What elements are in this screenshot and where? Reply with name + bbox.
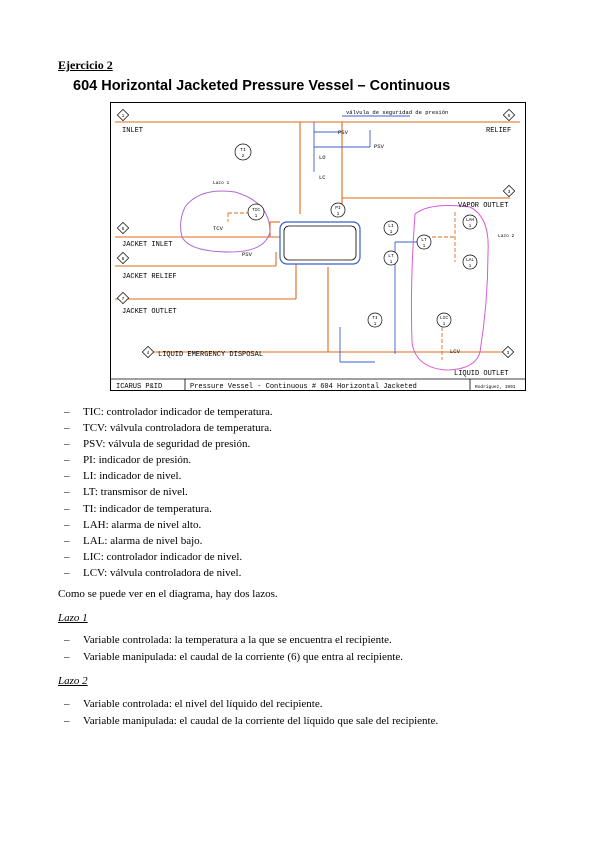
- svg-text:1: 1: [443, 321, 446, 327]
- svg-text:LCV: LCV: [450, 348, 461, 355]
- svg-text:TIC: TIC: [252, 207, 260, 213]
- definition-item: PI: indicador de presión.: [58, 452, 273, 468]
- exercise-heading: Ejercicio 2: [58, 58, 113, 72]
- label-inlet: INLET: [122, 127, 143, 135]
- lazo1-item: Variable manipulada: el caudal de la cor…: [58, 649, 403, 666]
- svg-text:LC: LC: [319, 174, 326, 181]
- svg-text:LI: LI: [388, 223, 394, 229]
- svg-text:LIC: LIC: [440, 315, 448, 321]
- definition-item: LCV: válvula controladora de nivel.: [58, 565, 273, 581]
- definitions-list: TIC: controlador indicador de temperatur…: [58, 404, 273, 581]
- definition-item: LIC: controlador indicador de nivel.: [58, 549, 273, 565]
- svg-text:1: 1: [374, 321, 377, 327]
- svg-text:2: 2: [242, 153, 245, 159]
- svg-text:TI: TI: [372, 315, 378, 321]
- definition-item: TI: indicador de temperatura.: [58, 501, 273, 517]
- svg-text:7: 7: [122, 296, 125, 302]
- svg-text:PI: PI: [335, 205, 341, 211]
- svg-text:1: 1: [337, 211, 340, 217]
- footer-left: ICARUS P&ID: [116, 383, 162, 391]
- definition-item: TCV: válvula controladora de temperatura…: [58, 420, 273, 436]
- lazo2-item: Variable controlada: el nivel del líquid…: [58, 696, 438, 713]
- footer-right: Rodriguez, 1991: [475, 384, 516, 390]
- svg-text:LAL: LAL: [466, 257, 474, 263]
- svg-text:LT: LT: [388, 253, 394, 259]
- svg-text:1: 1: [469, 263, 472, 269]
- svg-text:3: 3: [507, 350, 510, 356]
- label-liquid-outlet: LIQUID OUTLET: [454, 370, 509, 378]
- label-jacket-relief: JACKET RELIEF: [122, 273, 177, 281]
- svg-text:PSV: PSV: [374, 143, 385, 150]
- svg-text:1: 1: [423, 243, 426, 249]
- footer-mid: Pressure Vessel - Continuous # 604 Horiz…: [190, 383, 417, 391]
- definition-item: LAH: alarma de nivel alto.: [58, 517, 273, 533]
- svg-text:LAH: LAH: [466, 217, 474, 223]
- lazo1-title: Lazo 1: [58, 612, 88, 624]
- intro-paragraph: Como se puede ver en el diagrama, hay do…: [58, 588, 278, 600]
- definition-item: LAL: alarma de nivel bajo.: [58, 533, 273, 549]
- svg-text:PSV: PSV: [338, 129, 349, 136]
- svg-text:1: 1: [390, 229, 393, 235]
- svg-text:PSV: PSV: [242, 251, 253, 258]
- definition-item: LI: indicador de nivel.: [58, 468, 273, 484]
- svg-text:LO: LO: [319, 154, 326, 161]
- svg-text:5: 5: [508, 113, 511, 119]
- svg-text:1: 1: [122, 113, 125, 119]
- svg-text:1: 1: [390, 259, 393, 265]
- label-jacket-outlet: JACKET OUTLET: [122, 308, 177, 316]
- label-relief: RELIEF: [486, 127, 511, 135]
- lazo2-item: Variable manipulada: el caudal de la cor…: [58, 713, 438, 730]
- lazo2-list: Variable controlada: el nivel del líquid…: [58, 696, 438, 729]
- definition-item: TIC: controlador indicador de temperatur…: [58, 404, 273, 420]
- lazo1-list: Variable controlada: la temperatura a la…: [58, 632, 403, 665]
- label-liquid-emergency: LIQUID EMERGENCY DISPOSAL: [158, 351, 263, 359]
- lazo2-title: Lazo 2: [58, 675, 88, 687]
- svg-text:4: 4: [147, 350, 150, 356]
- label-safety-valve: válvula de seguridad de presión: [346, 109, 448, 116]
- svg-text:6: 6: [122, 226, 125, 232]
- pid-diagram: ICARUS P&ID Pressure Vessel - Continuous…: [110, 102, 526, 391]
- svg-text:TCV: TCV: [213, 225, 224, 232]
- lazo1-item: Variable controlada: la temperatura a la…: [58, 632, 403, 649]
- label-vapor-outlet: VAPOR OUTLET: [458, 202, 508, 210]
- svg-text:1: 1: [469, 223, 472, 229]
- svg-text:3: 3: [508, 189, 511, 195]
- label-lazo1: Lazo 1: [213, 180, 230, 186]
- svg-text:TI: TI: [240, 147, 246, 153]
- definition-item: PSV: válvula de seguridad de presión.: [58, 436, 273, 452]
- svg-text:8: 8: [122, 256, 125, 262]
- svg-text:LT: LT: [421, 237, 427, 243]
- label-lazo2: Lazo 2: [498, 233, 515, 239]
- diagram-title: 604 Horizontal Jacketed Pressure Vessel …: [73, 78, 451, 94]
- svg-text:1: 1: [255, 213, 258, 219]
- definition-item: LT: transmisor de nivel.: [58, 484, 273, 500]
- label-jacket-inlet: JACKET INLET: [122, 241, 172, 249]
